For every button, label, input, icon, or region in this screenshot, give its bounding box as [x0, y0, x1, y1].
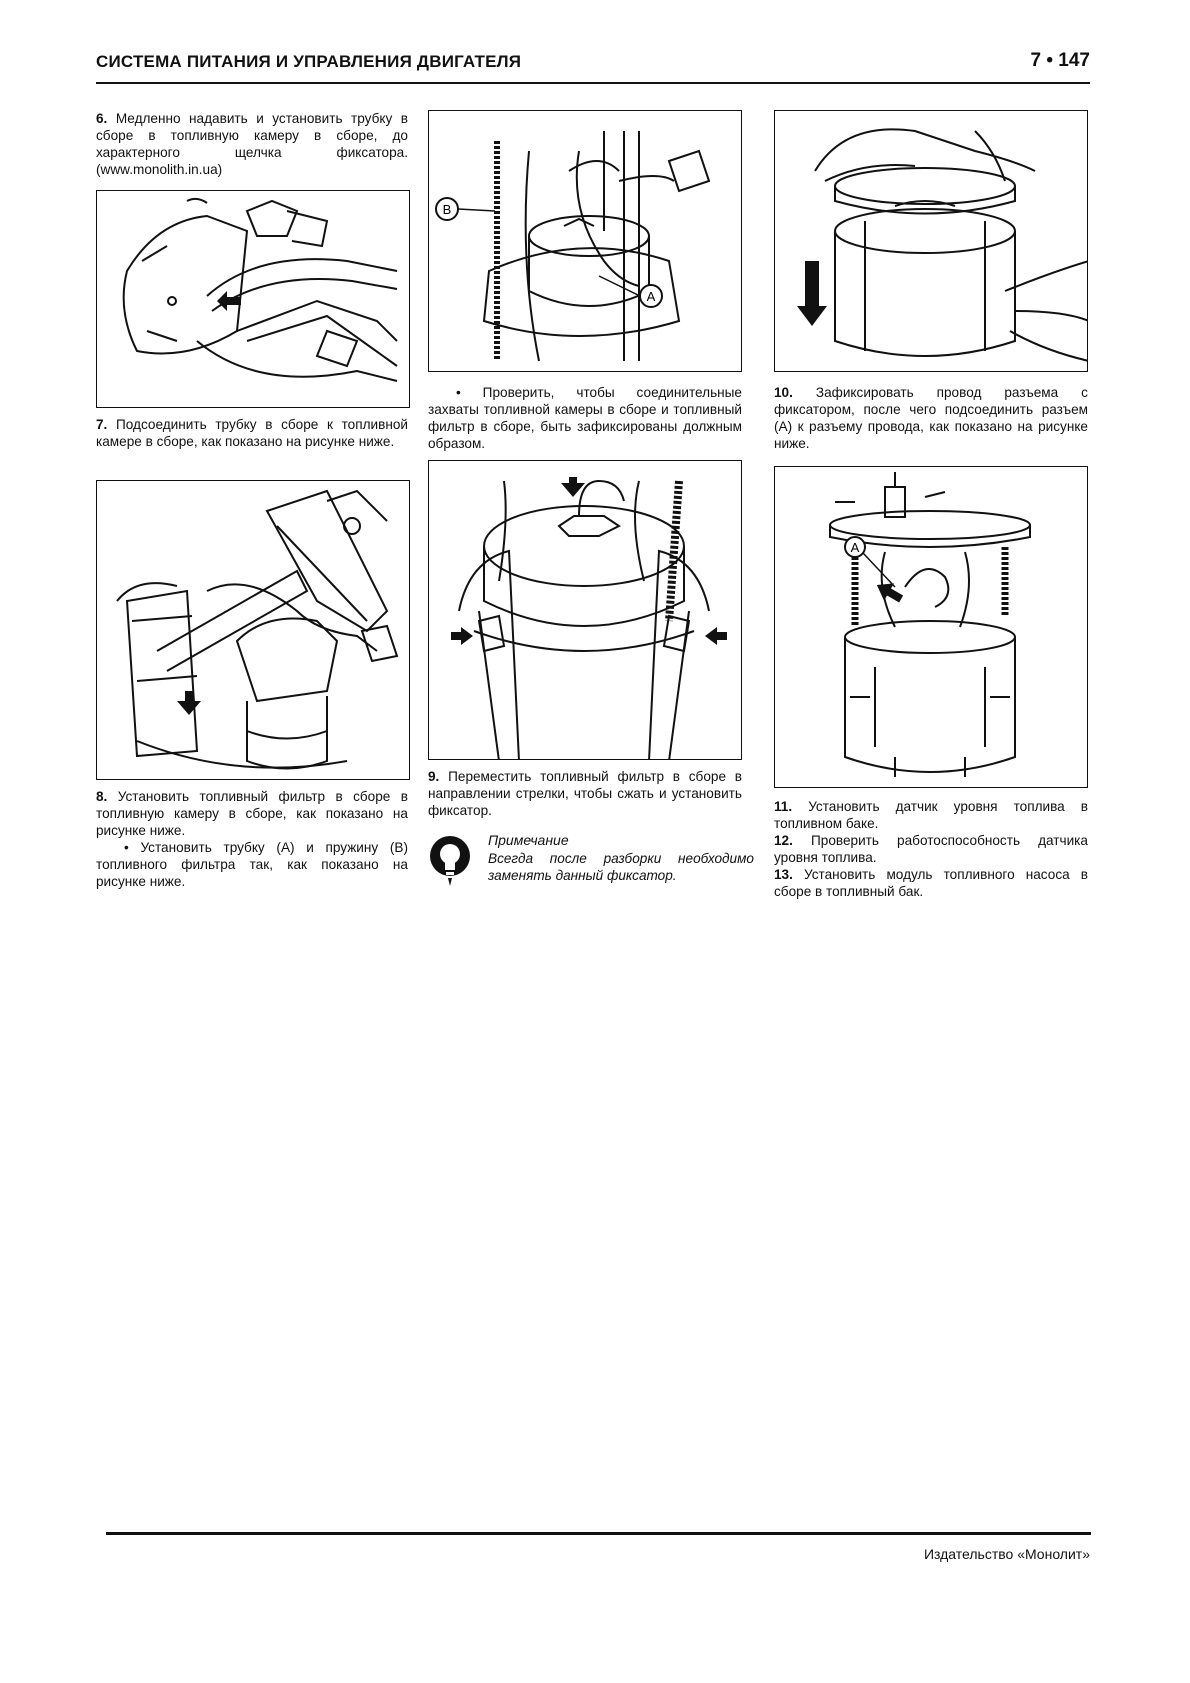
- step-text: Медленно надавить и установить трубку в …: [96, 111, 408, 177]
- step-number: 10.: [774, 385, 793, 400]
- step-number: 12.: [774, 833, 793, 848]
- footer-divider: [106, 1532, 1091, 1535]
- illustration-connector: A: [829, 472, 1031, 777]
- arrow-left-icon: [705, 627, 727, 645]
- step-number: 7.: [96, 417, 108, 432]
- step-bullet: • Установить трубку (А) и пружину (В) то…: [96, 840, 408, 889]
- illustration-filter-spring: B A: [435, 131, 711, 362]
- figure-step9-hands: [774, 110, 1088, 372]
- header-divider: [96, 82, 1090, 84]
- page-header: СИСТЕМА ПИТАНИЯ И УПРАВЛЕНИЯ ДВИГАТЕЛЯ 7…: [96, 46, 1090, 82]
- step-6: 6. Медленно надавить и установить трубку…: [96, 110, 408, 178]
- arrow-icon: [217, 291, 241, 311]
- figure-step6: [96, 190, 410, 408]
- step-text: Установить топливный фильтр в сборе в то…: [96, 789, 408, 838]
- arrow-icon: [876, 583, 904, 603]
- step-9: 9. Переместить топливный фильтр в сборе …: [428, 768, 742, 819]
- step-text: Установить модуль топливного насоса в сб…: [774, 867, 1088, 899]
- step-number: 13.: [774, 867, 793, 882]
- step-7: 7. Подсоединить трубку в сборе к топливн…: [96, 416, 408, 450]
- lightbulb-icon: [430, 836, 470, 886]
- arrow-right-icon: [451, 627, 473, 645]
- step-number: 11.: [774, 799, 793, 814]
- note-title: Примечание: [488, 832, 569, 848]
- step-text: Проверить работоспособность датчика уров…: [774, 833, 1088, 865]
- step-text: Подсоединить трубку в сборе к топливной …: [96, 417, 409, 449]
- illustration-hands-install: [797, 128, 1087, 362]
- illustration-tube-install: [122, 197, 398, 382]
- arrow-down-icon: [177, 691, 201, 715]
- step-8: 8. Установить топливный фильтр в сборе в…: [96, 788, 408, 890]
- arrow-down-icon: [561, 477, 585, 497]
- arrow-down-icon: [797, 261, 827, 326]
- step-number: 9.: [428, 769, 440, 784]
- figure-step8: B A: [428, 110, 742, 372]
- callout-b-label: B: [443, 202, 452, 217]
- figure-step10: A: [774, 466, 1088, 788]
- publisher: Издательство «Монолит»: [923, 1546, 1090, 1562]
- callout-a-icon: [844, 536, 866, 558]
- figure-step9: [428, 460, 742, 760]
- note-box: Примечание Всегда после разборки необход…: [428, 832, 758, 912]
- figure-step7: [96, 480, 410, 780]
- check-bullet: • Проверить, чтобы соединительные захват…: [428, 384, 742, 452]
- step-number: 6.: [96, 111, 108, 126]
- step-10: 10. Зафиксировать провод разъема с фикса…: [774, 384, 1088, 452]
- step-number: 8.: [96, 789, 108, 804]
- note-text: Всегда после разборки необходимо заменят…: [488, 851, 754, 883]
- callout-a-label: A: [851, 540, 860, 555]
- step-text: Зафиксировать провод разъема с фиксаторо…: [774, 385, 1088, 451]
- step-text: Установить датчик уровня топлива в топли…: [774, 799, 1088, 831]
- page-number: 7 • 147: [1030, 50, 1090, 71]
- callout-a-label: A: [647, 289, 656, 304]
- illustration-tube-connect: [116, 489, 399, 770]
- step-text: Переместить топливный фильтр в сборе в н…: [428, 769, 742, 818]
- bullet-text: • Проверить, чтобы соединительные захват…: [428, 385, 742, 451]
- steps-11-13: 11. Установить датчик уровня топлива в т…: [774, 798, 1088, 900]
- section-title: СИСТЕМА ПИТАНИЯ И УПРАВЛЕНИЯ ДВИГАТЕЛЯ: [96, 52, 522, 71]
- illustration-filter-clips: [451, 477, 727, 759]
